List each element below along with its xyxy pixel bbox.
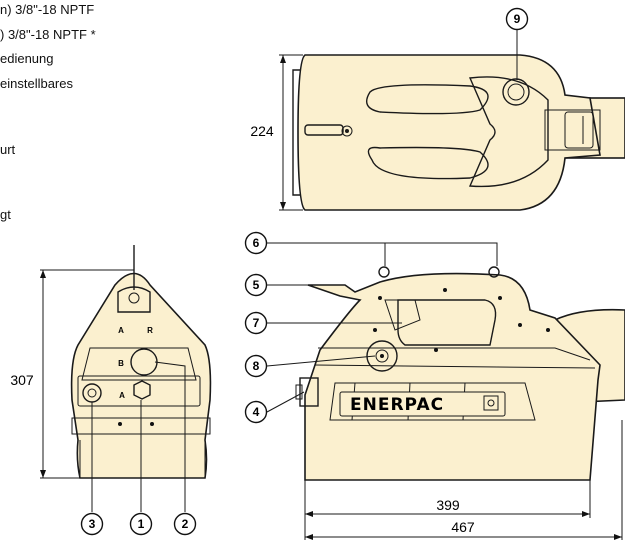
callout-3: 3 <box>80 512 104 536</box>
callout-2: 2 <box>173 512 197 536</box>
svg-text:7: 7 <box>253 316 260 330</box>
callout-9: 9 <box>505 7 529 31</box>
svg-text:5: 5 <box>253 278 260 292</box>
top-view: 224 <box>250 54 625 211</box>
spec-line-2: ) 3/8"-18 NPTF * <box>0 27 96 42</box>
top-view-body <box>297 54 601 211</box>
side-view-filler-cap <box>366 340 398 372</box>
callout-1: 1 <box>129 512 153 536</box>
spec-line-6: gt <box>0 207 11 222</box>
svg-text:9: 9 <box>514 12 521 26</box>
callout-4: 4 <box>244 400 268 424</box>
brand-logo: ENERPAC <box>350 395 444 415</box>
top-view-filler-cap <box>502 78 530 106</box>
spec-line-1: n) 3/8"-18 NPTF <box>0 2 95 17</box>
length-inner-dimension: 399 <box>436 497 460 513</box>
depth-dimension: 224 <box>250 123 274 139</box>
side-view-handle-opening <box>397 299 497 346</box>
top-view-handle-upper <box>366 84 489 115</box>
side-view-body <box>304 272 601 481</box>
svg-text:8: 8 <box>253 359 260 373</box>
front-view-coupler <box>133 380 151 400</box>
callout-7: 7 <box>244 311 268 335</box>
svg-text:2: 2 <box>182 517 189 531</box>
label-port-a: A <box>118 326 124 335</box>
svg-text:3: 3 <box>89 517 96 531</box>
svg-text:1: 1 <box>138 517 145 531</box>
top-view-handle-lower <box>367 146 489 180</box>
length-outer-dimension: 467 <box>451 519 475 535</box>
callout-6: 6 <box>244 231 268 255</box>
label-port-r: R <box>147 326 153 335</box>
height-dimension: 307 <box>10 372 34 388</box>
spec-line-3: edienung <box>0 51 54 66</box>
side-view: ENERPAC 399 467 <box>295 266 625 540</box>
label-port-b: B <box>118 359 124 368</box>
callout-8: 8 <box>244 354 268 378</box>
side-view-coupler <box>299 377 319 407</box>
label-port-a2: A <box>119 391 125 400</box>
svg-text:6: 6 <box>253 236 260 250</box>
spec-line-4: einstellbares <box>0 76 73 91</box>
front-view: A R B A 307 <box>10 245 212 479</box>
svg-text:4: 4 <box>253 405 260 419</box>
callout-5: 5 <box>244 273 268 297</box>
spec-line-5: urt <box>0 142 16 157</box>
callout-leaders <box>91 30 518 512</box>
